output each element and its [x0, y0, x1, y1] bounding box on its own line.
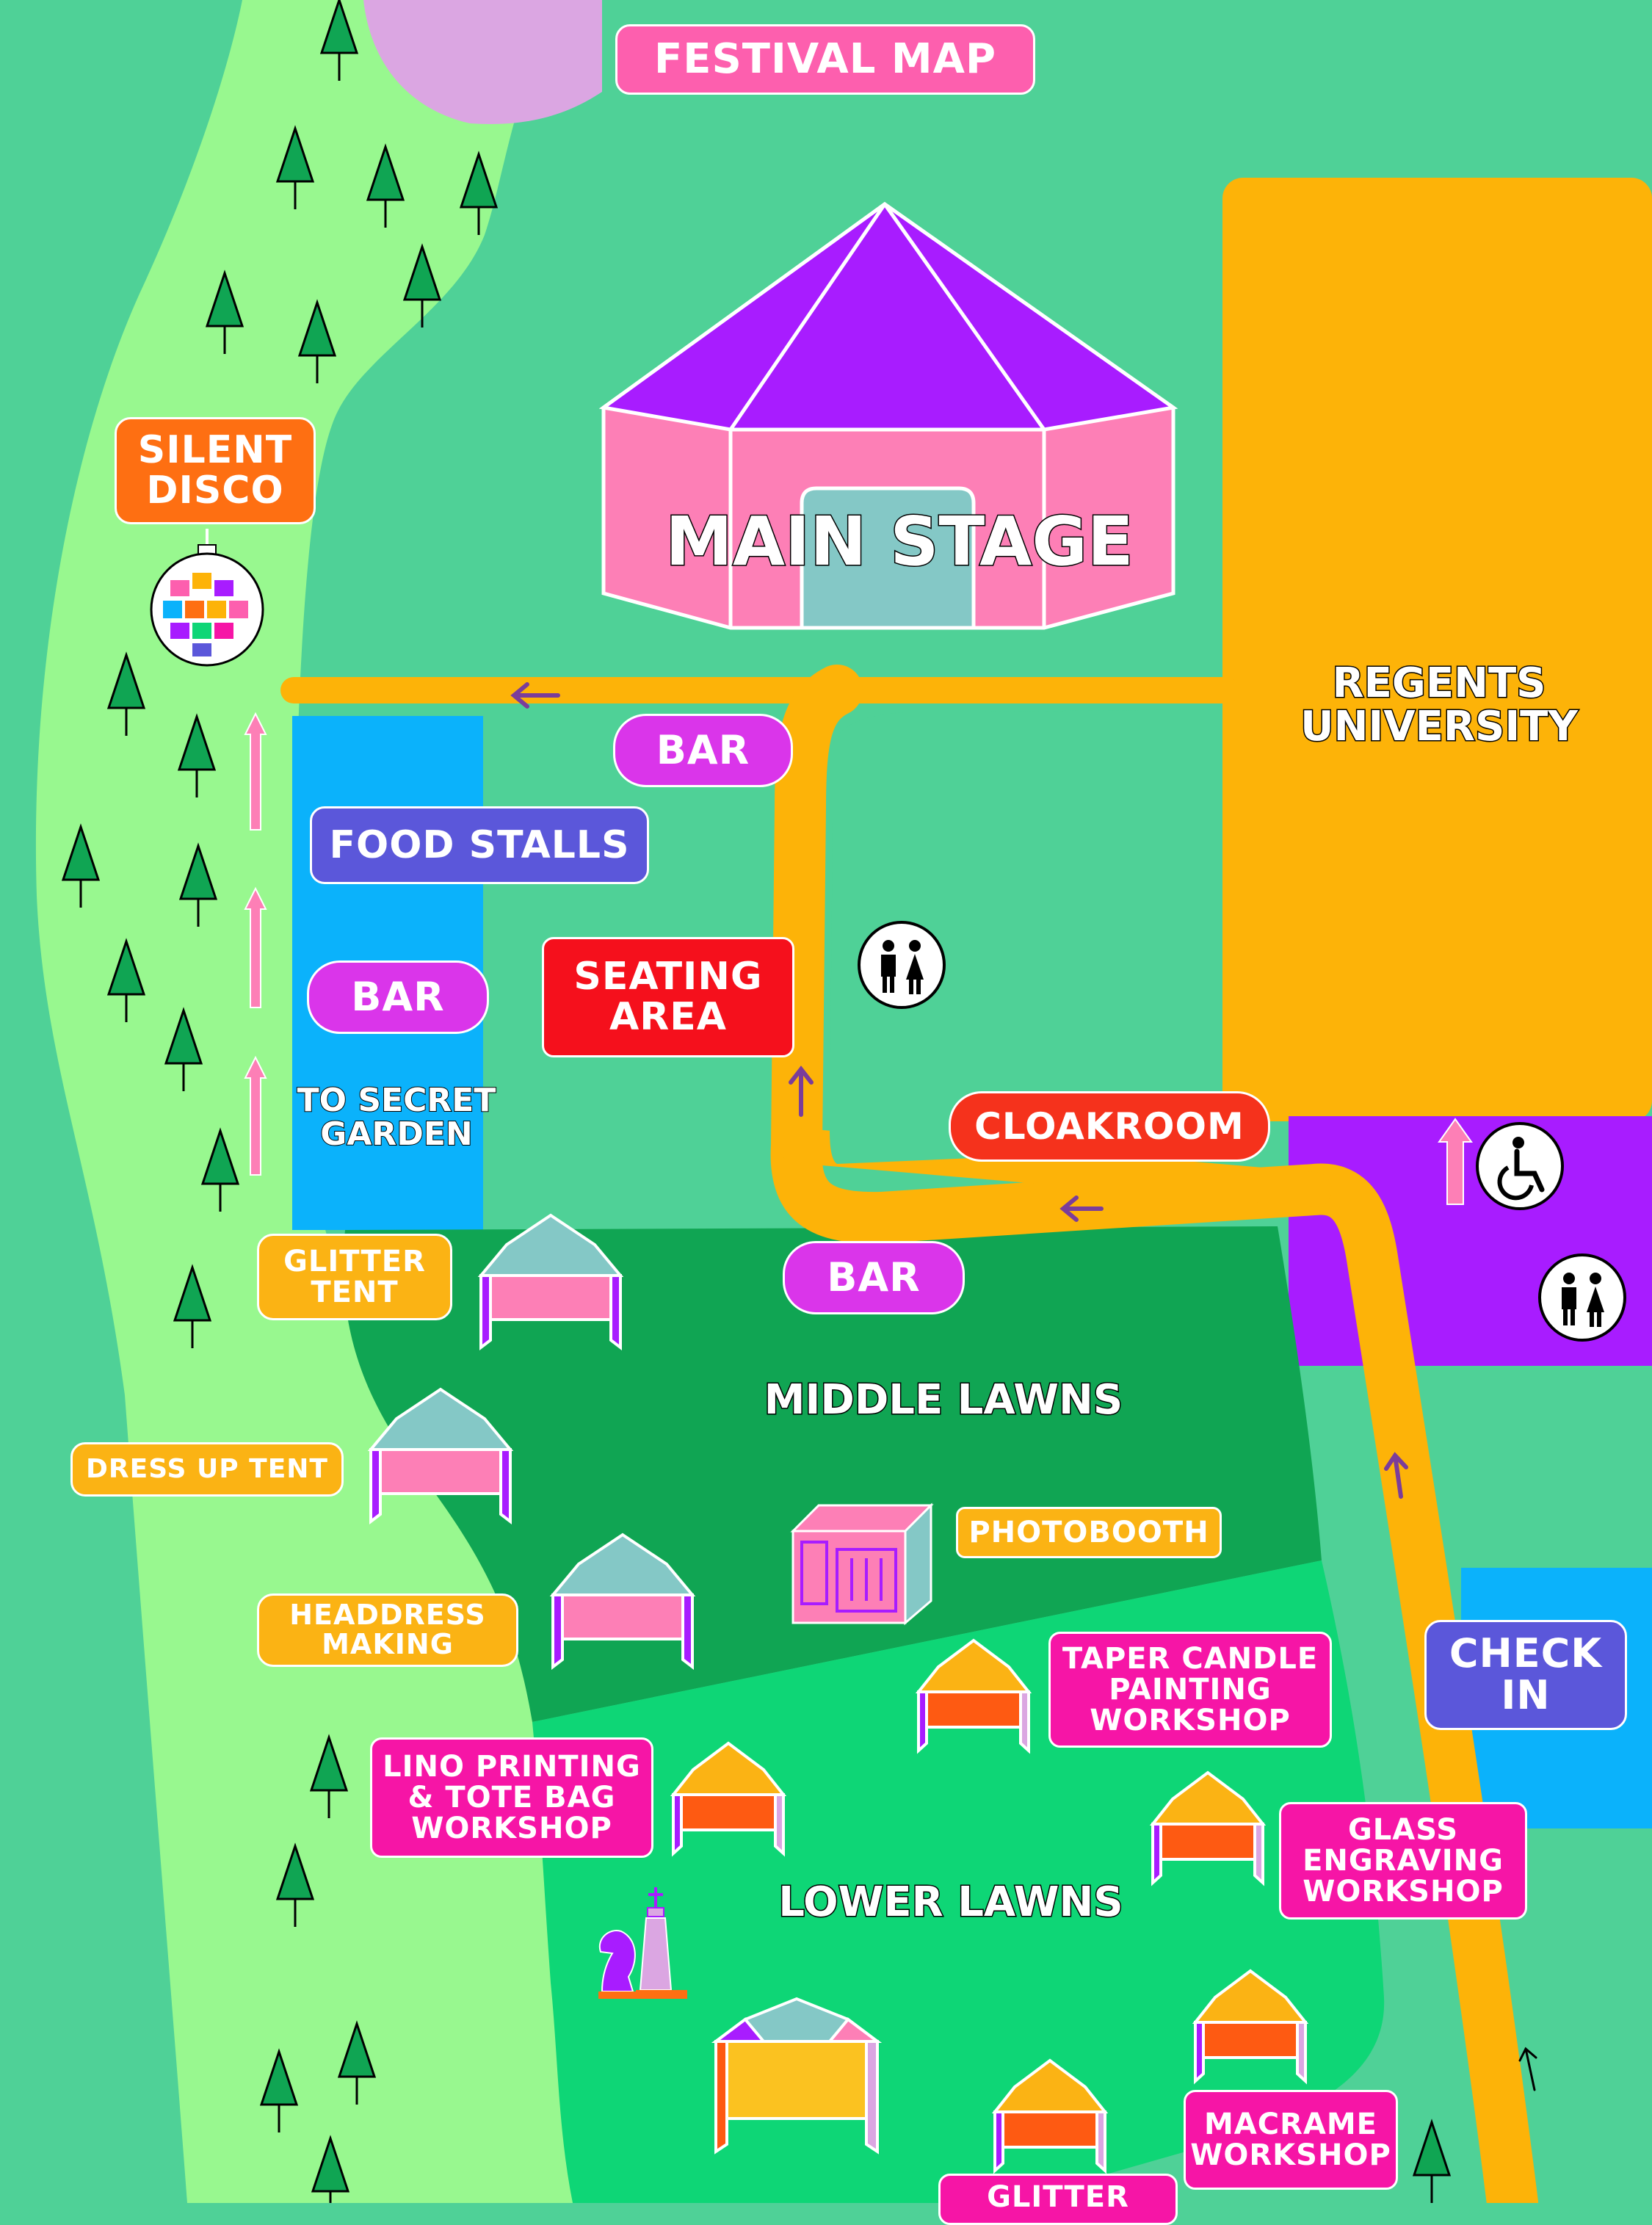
- festival-map-title: FESTIVAL MAP: [615, 24, 1035, 95]
- glitter-tent-label[interactable]: GLITTER TENT: [257, 1234, 452, 1320]
- direction-arrow-icon: [510, 682, 1408, 1499]
- silent-disco-label[interactable]: SILENT DISCO: [115, 417, 316, 524]
- glass-engraving-label[interactable]: GLASS ENGRAVING WORKSHOP: [1279, 1802, 1527, 1920]
- main-stage-tent-icon: [598, 201, 1178, 630]
- middle-lawns-label: MIDDLE LAWNS: [763, 1376, 1123, 1424]
- cloakroom-label[interactable]: CLOAKROOM: [949, 1091, 1270, 1162]
- top-purple-area: [363, 0, 602, 124]
- photobooth-label[interactable]: PHOTOBOOTH: [956, 1507, 1222, 1558]
- taper-candle-label[interactable]: TAPER CANDLE PAINTING WORKSHOP: [1048, 1632, 1332, 1748]
- photobooth-icon: [790, 1502, 934, 1626]
- tent-icon-large: [711, 1997, 882, 2155]
- headdress-making-label[interactable]: HEADDRESS MAKING: [257, 1593, 518, 1667]
- food-stalls-label[interactable]: FOOD STALLS: [310, 806, 649, 884]
- lino-printing-label[interactable]: LINO PRINTING & TOTE BAG WORKSHOP: [370, 1737, 653, 1858]
- dress-up-tent-label[interactable]: DRESS UP TENT: [70, 1442, 344, 1497]
- toilets-icon: [858, 921, 946, 1009]
- seating-area-label[interactable]: SEATING AREA: [542, 937, 794, 1057]
- bar-middle-label[interactable]: BAR: [783, 1241, 965, 1314]
- wheelchair-icon: [1476, 1122, 1564, 1210]
- glitter-bottom-label[interactable]: GLITTER: [938, 2174, 1178, 2225]
- check-in-label[interactable]: CHECK IN: [1424, 1620, 1627, 1730]
- regents-university-label: REGENTS UNIVERSITY: [1300, 659, 1579, 750]
- pink-arrow-icons: [244, 712, 1473, 1205]
- bar-left-label[interactable]: BAR: [307, 960, 489, 1034]
- main-stage-label: MAIN STAGE: [664, 502, 1134, 581]
- lower-lawns-label: LOWER LAWNS: [778, 1878, 1124, 1926]
- disco-ball-icon: [150, 529, 264, 667]
- macrame-label[interactable]: MACRAME WORKSHOP: [1184, 2090, 1398, 2190]
- regents-university-area: [1222, 178, 1652, 1121]
- to-secret-garden-label[interactable]: TO SECRET GARDEN: [297, 1082, 497, 1154]
- toilets-icon-2: [1538, 1253, 1626, 1342]
- small-arrow-icon: [1518, 2047, 1537, 2091]
- bar-top-label[interactable]: BAR: [613, 714, 793, 787]
- chess-pieces-icon: [598, 1887, 687, 1999]
